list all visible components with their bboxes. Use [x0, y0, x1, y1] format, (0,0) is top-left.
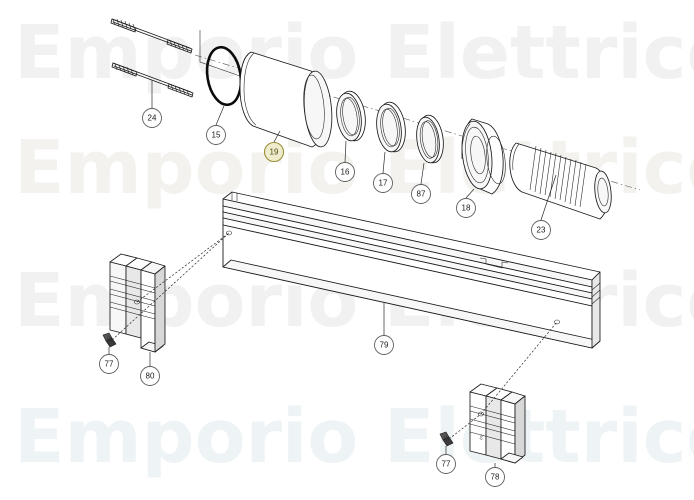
- callout-label: 79: [380, 341, 389, 350]
- thread-end-left: [111, 62, 138, 77]
- callout-label: 15: [212, 131, 221, 140]
- callout-23-splined-sleeve[interactable]: 23: [531, 220, 551, 240]
- leader-16: [344, 140, 347, 163]
- callout-label: 87: [417, 190, 426, 199]
- callout-15-o-ring[interactable]: 15: [206, 125, 226, 145]
- leader-19: [273, 130, 281, 143]
- leader-17: [382, 151, 386, 174]
- bracket-brand-text: bft: [478, 433, 485, 440]
- callout-79-rail[interactable]: 79: [374, 335, 394, 355]
- part-threaded-rod-lower: [111, 62, 194, 108]
- callout-label: 80: [146, 372, 155, 381]
- callout-label: 19: [270, 148, 279, 157]
- part-bearing: [461, 118, 506, 199]
- callout-87-ring[interactable]: 87: [411, 184, 431, 204]
- thread-end-right: [166, 39, 193, 54]
- alignment-line-screw-right: [448, 413, 482, 440]
- callout-label: 18: [462, 204, 471, 213]
- leader-87: [420, 162, 425, 185]
- callout-24-threaded-rod[interactable]: 24: [142, 108, 162, 128]
- callout-label: 17: [379, 179, 388, 188]
- part-ring-16: [336, 90, 366, 163]
- alignment-line-left: [136, 232, 230, 303]
- callout-label: 77: [105, 360, 114, 369]
- callout-80-bracket-left[interactable]: 80: [140, 366, 160, 386]
- part-screw-left: [102, 232, 230, 354]
- thread-end-right: [167, 83, 194, 98]
- leader-15: [215, 105, 225, 126]
- part-o-ring: [199, 30, 243, 126]
- callout-label: 78: [491, 473, 500, 482]
- part-screw-right: [439, 413, 482, 454]
- callout-18-bearing[interactable]: 18: [456, 198, 476, 218]
- callout-77-screw-right[interactable]: 77: [436, 454, 456, 474]
- callout-17-ring[interactable]: 17: [373, 173, 393, 193]
- part-ring-17: [376, 101, 406, 174]
- leader-23: [540, 174, 557, 221]
- callout-label: 24: [148, 114, 157, 123]
- part-threaded-rod-upper: [110, 18, 193, 54]
- callout-label: 16: [341, 168, 350, 177]
- alignment-line-screw-left: [111, 232, 230, 341]
- part-bracket-left: [109, 232, 230, 366]
- callout-label: 23: [537, 226, 546, 235]
- part-drum: [239, 51, 333, 148]
- part-splined-sleeve: [509, 142, 612, 221]
- callout-78-bracket-right[interactable]: 78: [485, 467, 505, 487]
- callout-16-ring[interactable]: 16: [335, 162, 355, 182]
- watermark-row: Emporio Elettrico: [14, 394, 694, 480]
- callout-19-drum[interactable]: 19: [263, 141, 285, 163]
- spline-teeth: [529, 145, 587, 208]
- part-rail: [222, 191, 601, 349]
- leader-18: [465, 188, 475, 199]
- thread-end-left: [110, 18, 137, 33]
- callout-label: 77: [442, 460, 451, 469]
- part-bracket-right: bft: [469, 321, 558, 467]
- part-ring-87: [416, 114, 444, 185]
- callout-bubbles: 24 15 19 16 17 87: [99, 108, 551, 487]
- callout-77-screw-left[interactable]: 77: [99, 354, 119, 374]
